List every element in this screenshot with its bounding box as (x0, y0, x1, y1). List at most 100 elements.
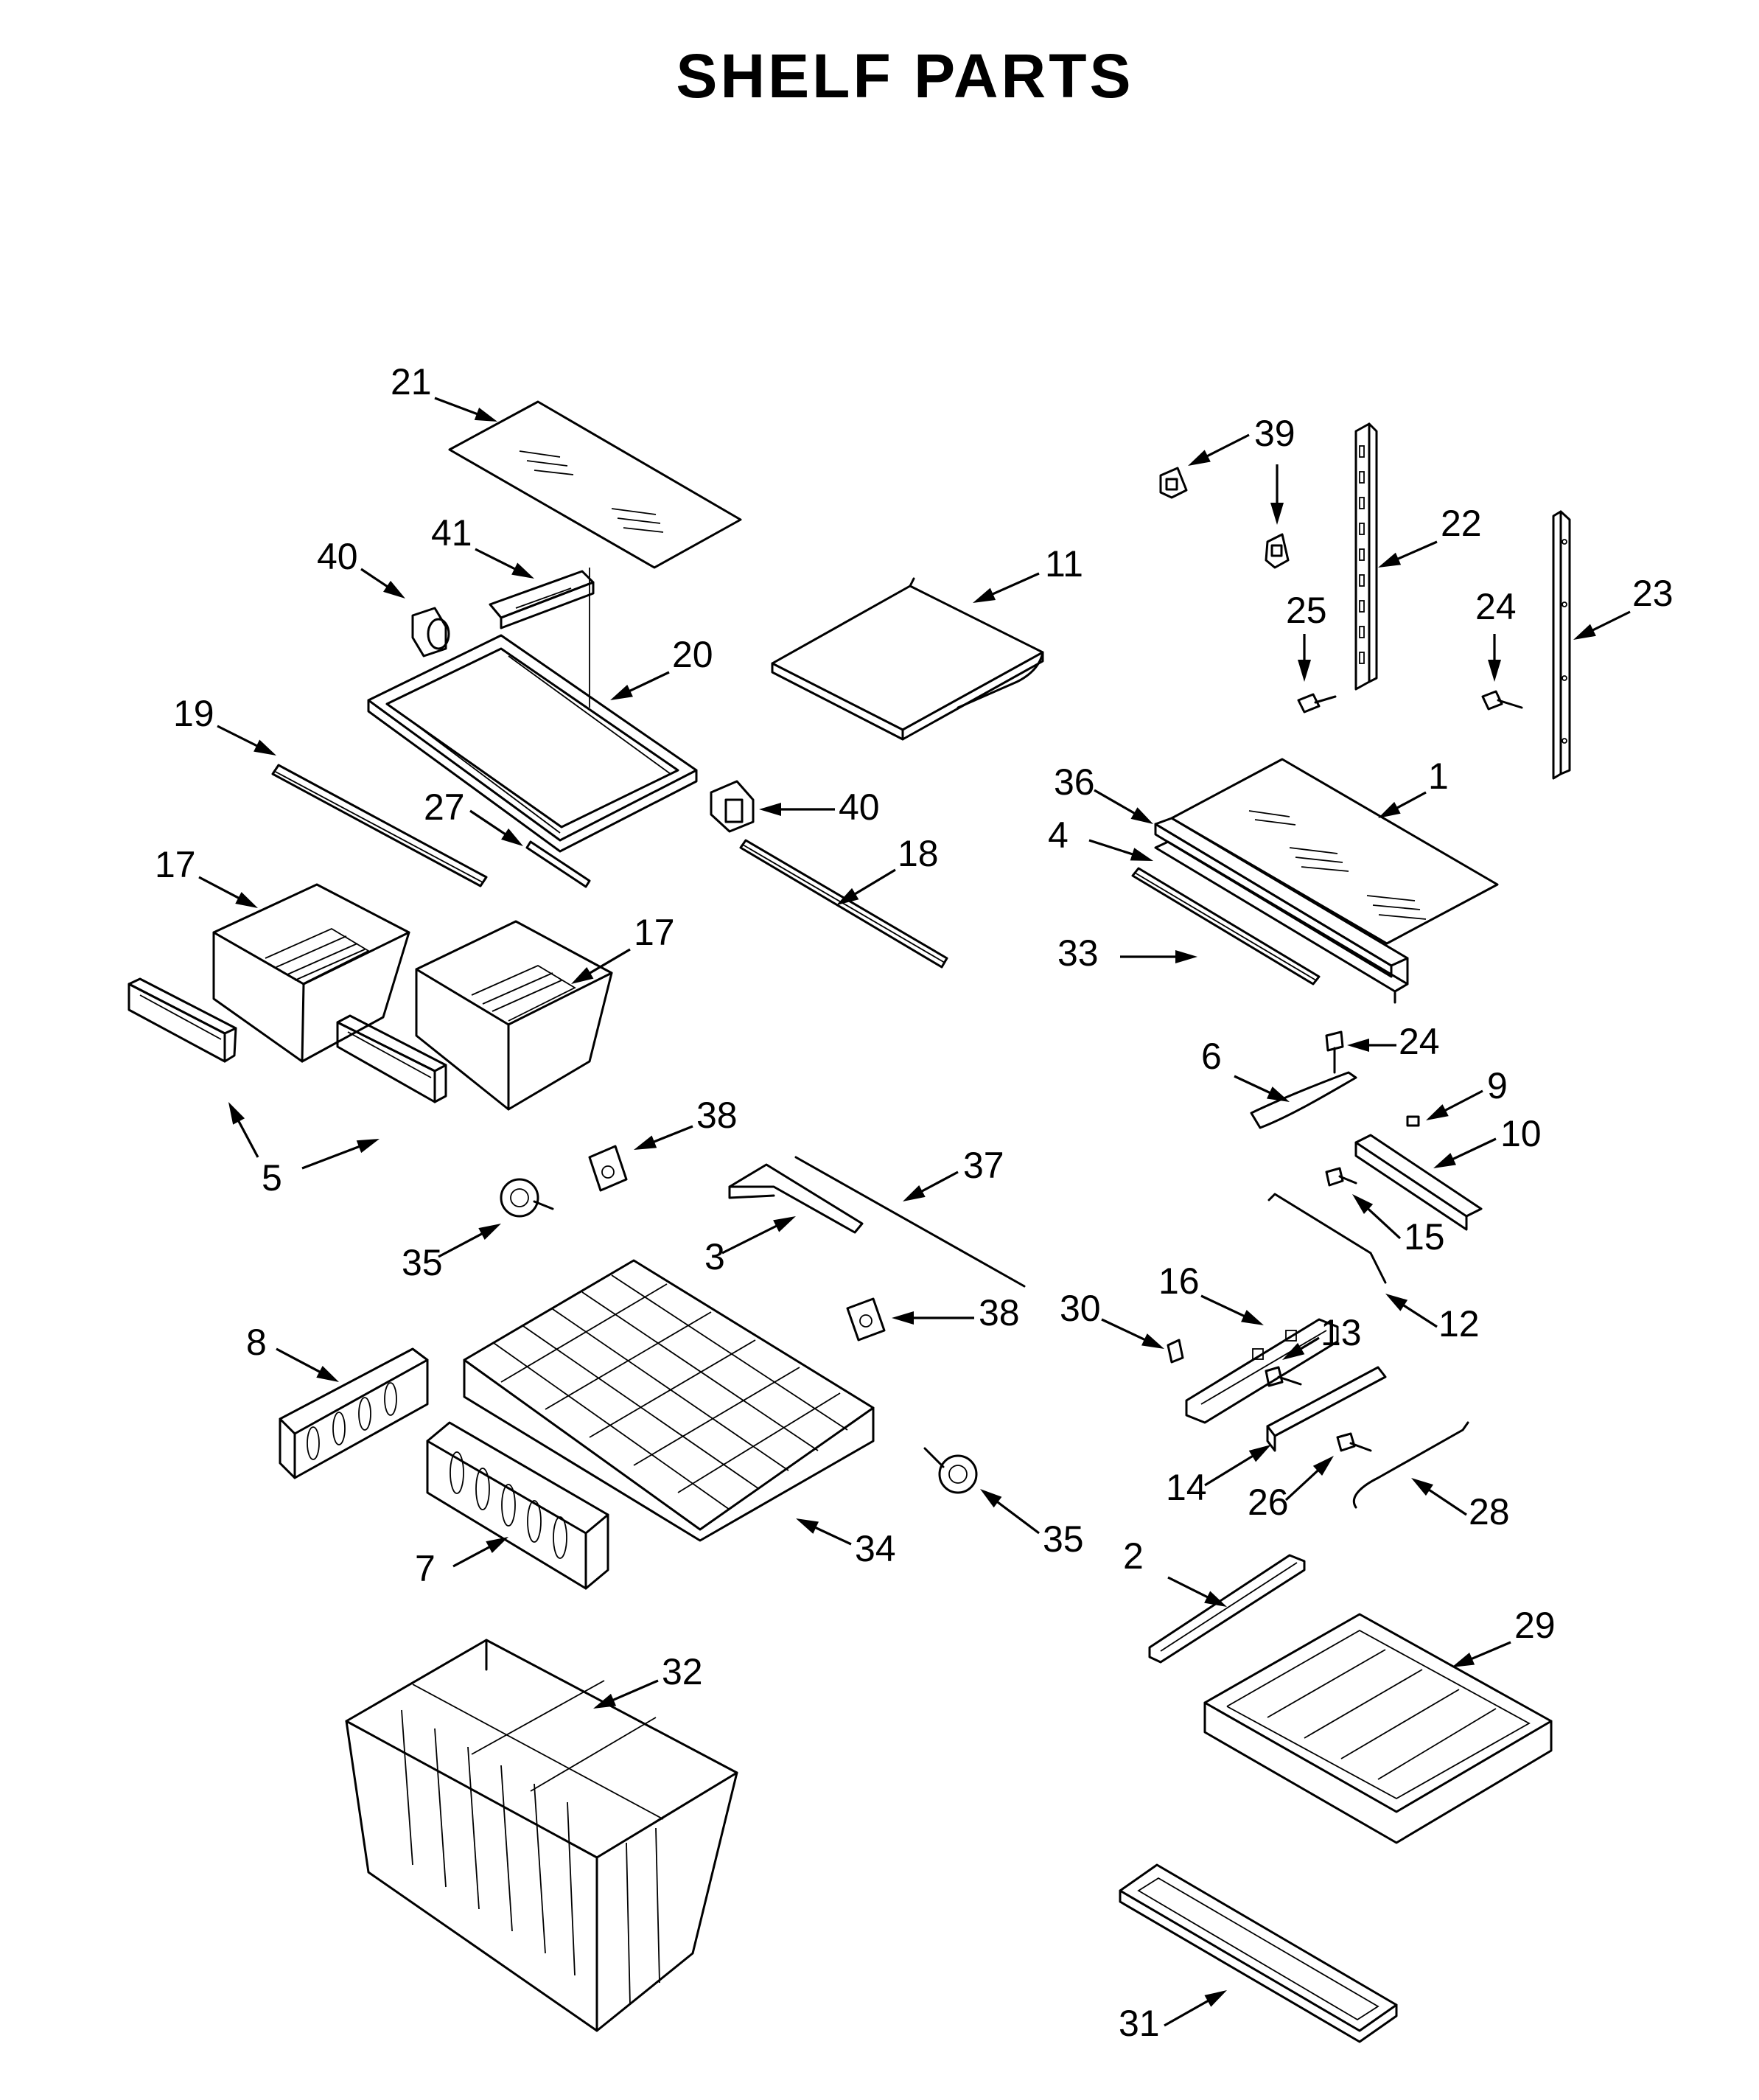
callout-30: 30 (1060, 1288, 1101, 1329)
leader-arrowhead-23 (1573, 624, 1596, 640)
leader-arrowhead-35a (478, 1224, 501, 1240)
leader-line-37 (919, 1171, 959, 1194)
part-1-glass-shelf (1170, 758, 1499, 945)
leader-line-26 (1284, 1468, 1321, 1501)
leader-arrowhead-36 (1130, 807, 1153, 824)
leader-line-38a (651, 1125, 693, 1144)
leader-arrowhead-40a (383, 580, 405, 599)
callout-27: 27 (424, 786, 465, 828)
leader-line-15 (1365, 1206, 1402, 1240)
part-11-sliding-shelf (771, 577, 1044, 741)
callout-11: 11 (1045, 543, 1083, 585)
part-38-bracket-lower (846, 1297, 886, 1342)
callout-40b: 40 (839, 786, 880, 828)
part-29-tray (1203, 1613, 1553, 1844)
callout-24b: 24 (1399, 1021, 1440, 1062)
leader-line-2 (1167, 1576, 1211, 1600)
callout-13: 13 (1321, 1312, 1362, 1353)
leader-arrowhead-11 (973, 587, 996, 603)
callout-10: 10 (1500, 1113, 1542, 1154)
leader-line-19 (217, 725, 260, 748)
callout-6: 6 (1201, 1036, 1222, 1077)
leader-arrowhead-39 (1270, 503, 1284, 525)
leader-line-12 (1401, 1302, 1438, 1328)
leader-line-34 (812, 1525, 852, 1546)
leader-arrowhead-10 (1433, 1153, 1456, 1168)
callout-20: 20 (672, 634, 713, 675)
part-9-clip (1406, 1115, 1420, 1127)
leader-line-27 (469, 809, 508, 837)
leader-arrowhead-3 (773, 1216, 796, 1232)
part-35-gear-lower (923, 1447, 978, 1494)
leader-arrowhead-24a (1488, 660, 1501, 682)
callout-31: 31 (1119, 2003, 1160, 2044)
leader-arrowhead-32 (593, 1693, 617, 1709)
leader-arrowhead-31 (1204, 1990, 1227, 2007)
callout-38a: 38 (696, 1095, 738, 1136)
leader-arrowhead-41 (511, 562, 534, 579)
leader-arrowhead-13 (1282, 1342, 1305, 1360)
callout-39: 39 (1254, 413, 1295, 454)
leader-arrowhead-17b (571, 967, 594, 984)
leader-arrowhead-20 (610, 684, 633, 700)
part-40-end-cap-right (710, 780, 755, 833)
leader-arrowhead-25 (1298, 660, 1311, 682)
leader-line-11 (990, 572, 1040, 596)
part-37-rod (794, 1156, 1026, 1288)
leader-arrowhead-21 (474, 408, 497, 422)
leader-arrowhead-24b (1347, 1039, 1369, 1052)
leader-arrowhead-5 (228, 1102, 245, 1125)
part-23-vertical-rail (1552, 510, 1571, 780)
callout-34: 34 (855, 1528, 896, 1569)
leader-line-10 (1449, 1137, 1497, 1162)
leader-line-35a (438, 1231, 485, 1258)
leader-line-16 (1200, 1294, 1248, 1319)
part-38-bracket-upper (588, 1145, 628, 1192)
leader-line-31 (1164, 1998, 1211, 2027)
callout-35a: 35 (402, 1242, 443, 1283)
leader-arrowhead-18 (836, 887, 859, 905)
leader-line-35b (994, 1499, 1040, 1535)
leader-arrowhead-37 (903, 1185, 926, 1201)
leader-line-9 (1442, 1089, 1483, 1113)
leader-line-6 (1234, 1075, 1273, 1095)
leader-arrowhead-5 (356, 1139, 380, 1154)
part-26-screw (1336, 1432, 1372, 1452)
part-4-shelf-rail (1154, 840, 1409, 1004)
part-33-trim-strip (1131, 867, 1321, 986)
part-5-drawer-front-right (336, 1014, 447, 1103)
part-14-rail (1266, 1366, 1387, 1452)
part-3-bracket (728, 1163, 864, 1234)
part-10-bracket (1354, 1134, 1483, 1231)
leader-arrowhead-14 (1248, 1445, 1271, 1462)
callout-9: 9 (1487, 1065, 1508, 1106)
leader-line-23 (1590, 610, 1631, 632)
callout-leaders (198, 397, 1631, 2027)
leader-line-4 (1088, 839, 1136, 857)
leader-arrowhead-17a (235, 892, 258, 908)
callout-1: 1 (1428, 756, 1449, 797)
part-34-wire-basket (463, 1259, 875, 1542)
callout-8: 8 (246, 1322, 267, 1363)
part-18-trim (739, 839, 948, 969)
leader-line-39 (1204, 433, 1250, 458)
leader-line-8 (276, 1347, 323, 1375)
callout-4: 4 (1048, 814, 1069, 856)
part-24-screw-lower (1325, 1030, 1344, 1074)
part-31-tray-front (1119, 1863, 1398, 2043)
callout-labels: 1 2 3 4 5 6 7 8 9 10 11 12 13 14 15 16 1… (155, 361, 1674, 2044)
leader-arrowhead-22 (1378, 552, 1402, 568)
leader-line-5 (236, 1118, 259, 1158)
leader-line-5 (301, 1144, 363, 1170)
callout-24a: 24 (1475, 586, 1517, 627)
leader-arrowhead-28 (1411, 1478, 1433, 1496)
part-39-clip-a (1159, 467, 1188, 499)
callout-14: 14 (1166, 1467, 1207, 1508)
callout-2: 2 (1123, 1535, 1144, 1577)
leader-line-18 (852, 868, 896, 896)
leader-arrowhead-38b (892, 1311, 914, 1325)
leader-arrowhead-12 (1385, 1294, 1408, 1311)
leader-line-14 (1204, 1454, 1256, 1487)
part-20-shelf-frame (367, 634, 698, 853)
leader-line-41 (475, 548, 518, 571)
